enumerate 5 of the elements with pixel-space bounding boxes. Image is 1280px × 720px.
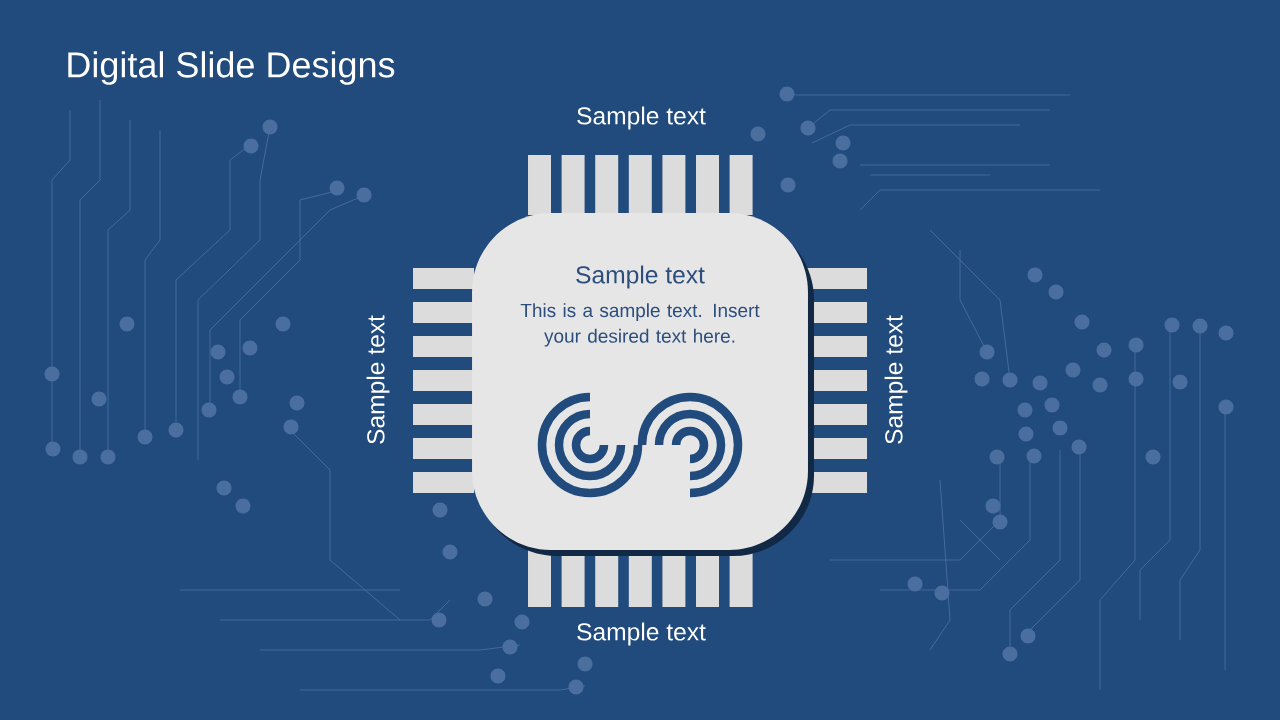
- side-label: Sample text: [366, 315, 390, 444]
- slide-title: Digital Slide Designs: [68, 51, 395, 85]
- side-label: Sample text: [577, 106, 706, 130]
- side-label: Sample text: [884, 315, 908, 444]
- side-label: Sample text: [577, 622, 706, 646]
